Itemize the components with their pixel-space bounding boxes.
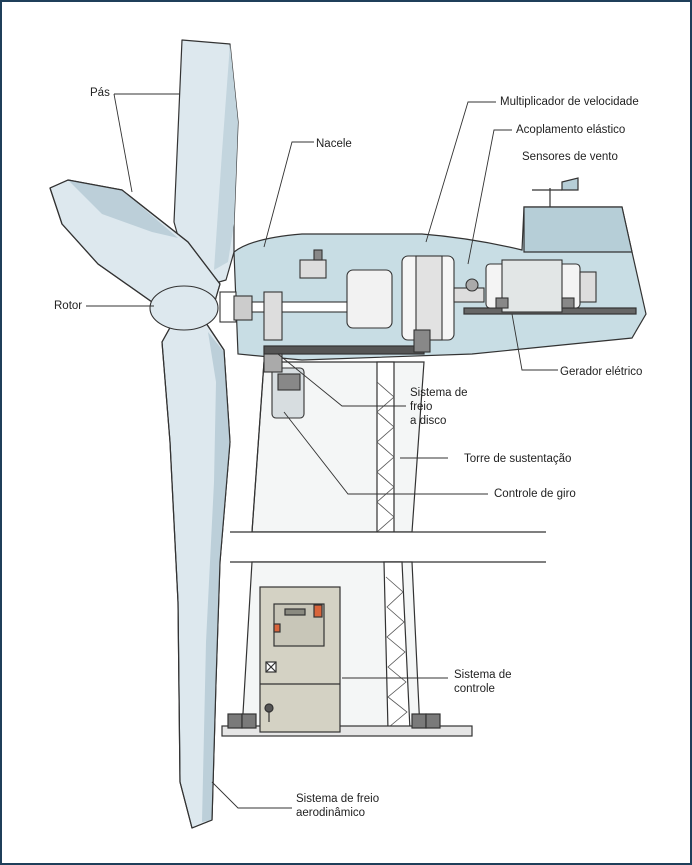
label-sistema-controle: Sistema de controle <box>454 669 512 695</box>
label-torre: Torre de sustentação <box>464 453 572 465</box>
label-rotor: Rotor <box>54 300 83 312</box>
label-gerador: Gerador elétrico <box>560 366 643 378</box>
control-cabinet <box>259 586 341 733</box>
label-sensores: Sensores de vento <box>522 151 618 163</box>
label-acoplamento: Acoplamento elástico <box>516 124 626 136</box>
label-nacele: Nacele <box>316 138 352 150</box>
blades <box>49 39 239 829</box>
leader-lines <box>86 93 558 809</box>
label-pas: Pás <box>90 87 110 99</box>
label-controle-giro: Controle de giro <box>494 488 576 500</box>
label-freio-disco: Sistema de freio a disco <box>410 387 468 427</box>
label-multiplicador: Multiplicador de velocidade <box>500 96 639 108</box>
label-freio-aero: Sistema de freio aerodinâmico <box>296 793 380 819</box>
drivetrain <box>149 249 597 419</box>
